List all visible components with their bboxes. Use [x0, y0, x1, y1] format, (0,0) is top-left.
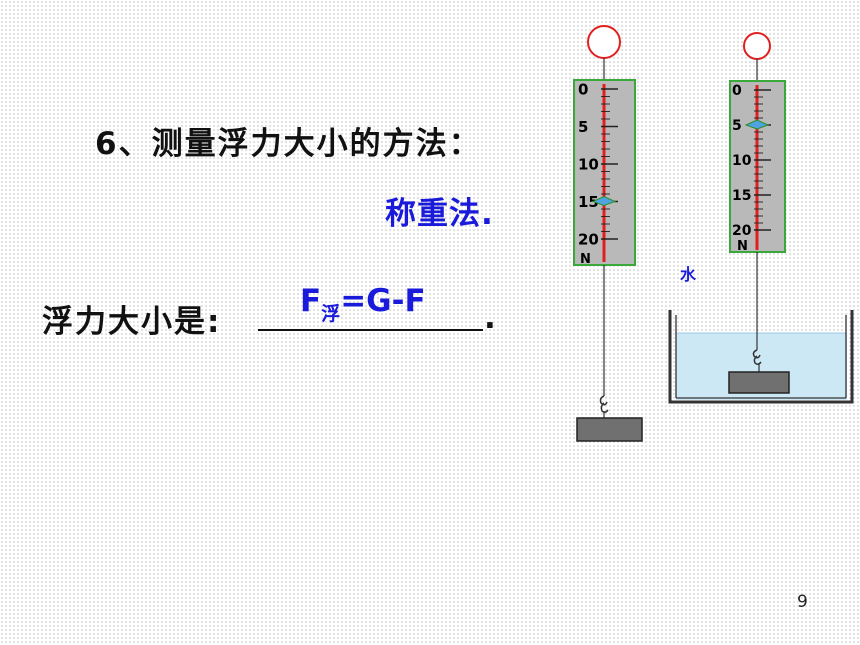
scale-pointer	[744, 119, 770, 130]
answer-blank-line	[258, 329, 483, 331]
scale-tick-labels: 0 5 10 15 20	[578, 80, 599, 248]
tick-label: 20	[578, 230, 599, 248]
scale-in-air: 0 5 10 15 20 N	[573, 25, 643, 442]
tick-label: 10	[732, 153, 752, 169]
tick-label: 5	[578, 118, 588, 136]
buoyancy-formula: F浮=G-F	[300, 283, 426, 325]
scale-ring	[743, 32, 771, 60]
water-label: 水	[680, 265, 697, 284]
formula-force-symbol: F	[300, 283, 322, 319]
tick-label: 20	[732, 223, 752, 239]
buoyancy-label: 浮力大小是:	[42, 304, 222, 340]
slide-heading: 6、测量浮力大小的方法：	[95, 126, 482, 162]
scale-unit-label: N	[580, 252, 591, 267]
method-name: 称重法.	[385, 196, 494, 232]
beaker	[668, 310, 854, 404]
answer-period: .	[484, 300, 496, 336]
tick-label: 10	[578, 155, 599, 173]
tick-label: 5	[732, 118, 742, 134]
scale-hook	[599, 395, 609, 414]
tick-label: 0	[578, 80, 588, 98]
scale-in-water: 0 5 10 15 20 N 水	[668, 32, 854, 404]
scale-unit-label: N	[737, 239, 748, 254]
scale-ring	[587, 25, 621, 59]
scale-tick-labels: 0 5 10 15 20	[732, 83, 752, 239]
formula-rest: =G-F	[340, 283, 426, 319]
scale-pointer	[591, 195, 617, 207]
page-number: 9	[797, 592, 808, 612]
tick-label: 15	[732, 188, 751, 204]
weight-block	[728, 371, 790, 394]
tick-label: 0	[732, 83, 742, 99]
formula-subscript: 浮	[321, 303, 341, 325]
tick-label: 15	[578, 193, 599, 211]
weight-block	[576, 417, 643, 442]
